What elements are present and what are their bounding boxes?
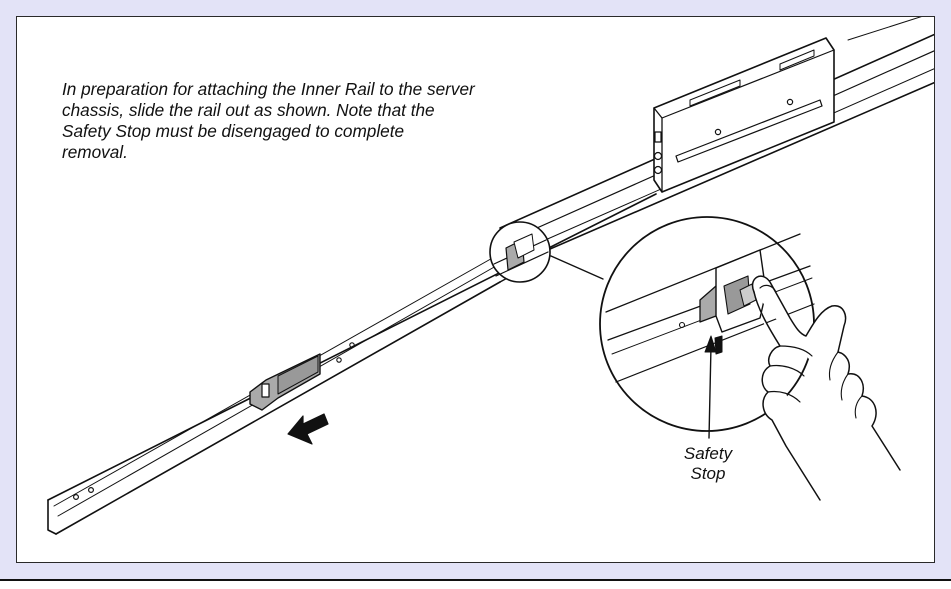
arrow-left-down-icon bbox=[287, 413, 329, 445]
safety-stop-label-line1: Safety bbox=[683, 444, 733, 463]
footer-strip bbox=[0, 581, 951, 589]
safety-stop-label-line2: Stop bbox=[690, 464, 726, 483]
instruction-text: In preparation for attaching the Inner R… bbox=[62, 79, 475, 162]
mounting-bracket bbox=[653, 37, 835, 193]
safety-stop-pointer bbox=[704, 335, 723, 439]
detail-marker-circle bbox=[489, 221, 551, 283]
inner-rail bbox=[47, 193, 657, 535]
hand-pressing-icon bbox=[751, 275, 901, 501]
detail-zoom-circle bbox=[599, 216, 815, 432]
safety-stop-label: Safety Stop bbox=[658, 444, 758, 484]
rail-latch bbox=[249, 353, 321, 411]
detail-leader-line bbox=[550, 255, 604, 280]
footer-rule bbox=[0, 579, 951, 581]
